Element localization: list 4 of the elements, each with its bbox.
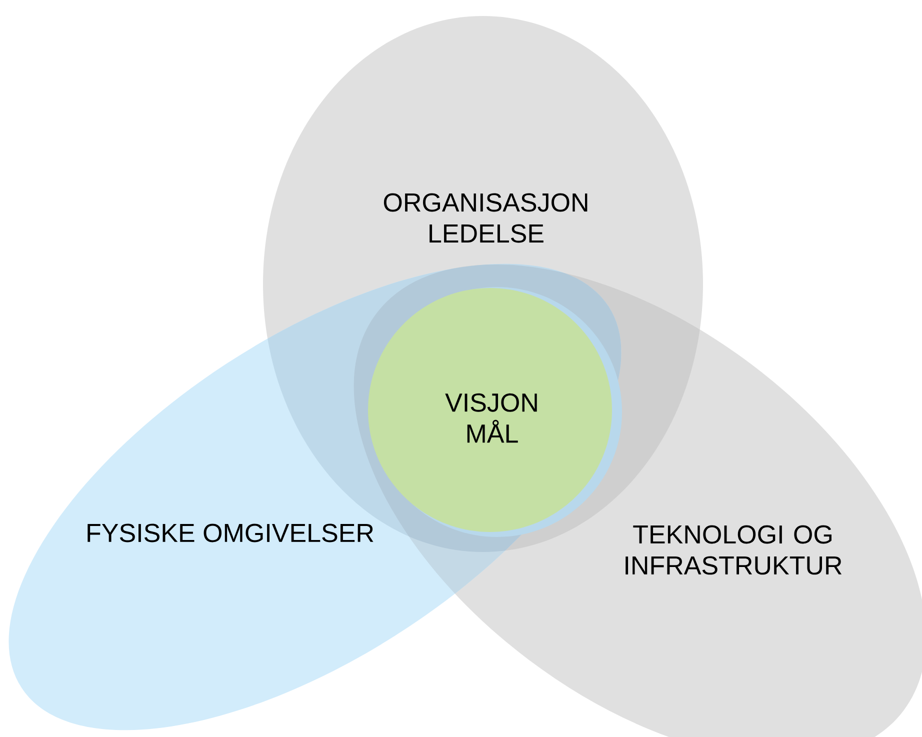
region-label: ORGANISASJON LEDELSE	[384, 193, 588, 243]
region-label: FYSISKE OMGIVELSER	[88, 524, 374, 542]
region-label: TEKNOLOGI OG INFRASTRUKTUR	[626, 525, 842, 575]
region-label: VISJON MÅL	[445, 393, 537, 443]
